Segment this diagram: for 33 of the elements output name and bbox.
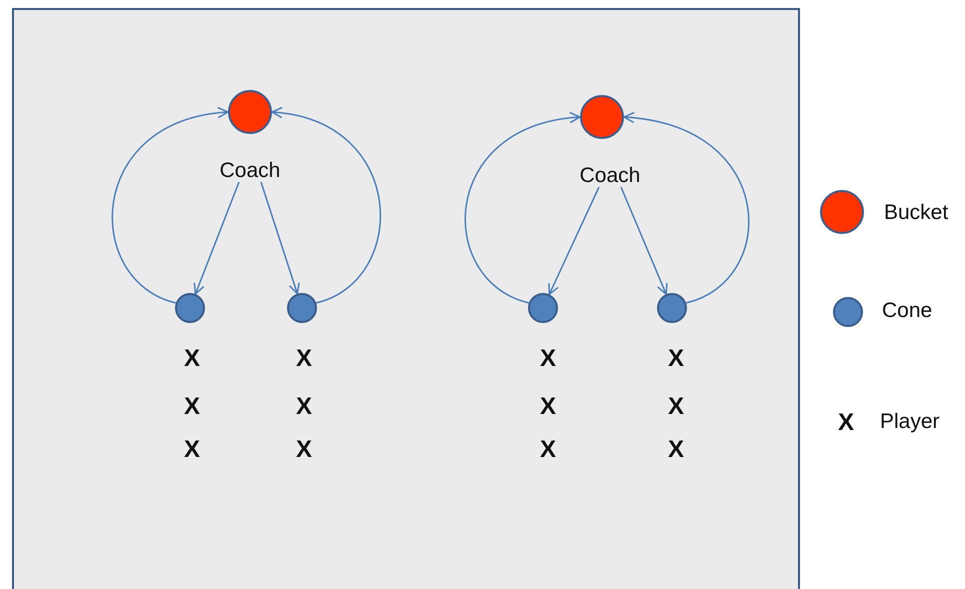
arrow <box>620 186 668 295</box>
player-mark: X <box>182 347 201 371</box>
arrow <box>464 112 581 304</box>
arrow <box>194 182 240 295</box>
bucket-circle <box>580 95 624 139</box>
legend-label: Bucket <box>884 202 948 223</box>
arrow <box>548 186 600 296</box>
cone-circle <box>175 293 205 323</box>
legend-label: Player <box>880 411 940 432</box>
arrow <box>623 112 750 304</box>
arrow <box>271 108 381 304</box>
player-mark: X <box>666 347 685 371</box>
bucket-circle <box>228 90 272 134</box>
player-mark: X <box>666 395 685 419</box>
arrow <box>112 108 229 304</box>
player-mark: X <box>538 395 557 419</box>
coach-label: Coach <box>214 160 286 182</box>
player-mark: X <box>182 438 201 462</box>
cone-circle <box>528 293 558 323</box>
player-mark: X <box>182 395 201 419</box>
player-mark: X <box>538 438 557 462</box>
player-mark: X <box>294 395 313 419</box>
player-mark: X <box>836 411 855 435</box>
cone-circle <box>657 293 687 323</box>
player-mark: X <box>294 438 313 462</box>
player-mark: X <box>538 347 557 371</box>
coach-label: Coach <box>574 165 646 187</box>
player-mark: X <box>666 438 685 462</box>
field-area <box>12 8 800 589</box>
player-mark: X <box>294 347 313 371</box>
legend-label: Cone <box>882 300 932 321</box>
arrow <box>260 182 300 294</box>
cone-circle <box>287 293 317 323</box>
